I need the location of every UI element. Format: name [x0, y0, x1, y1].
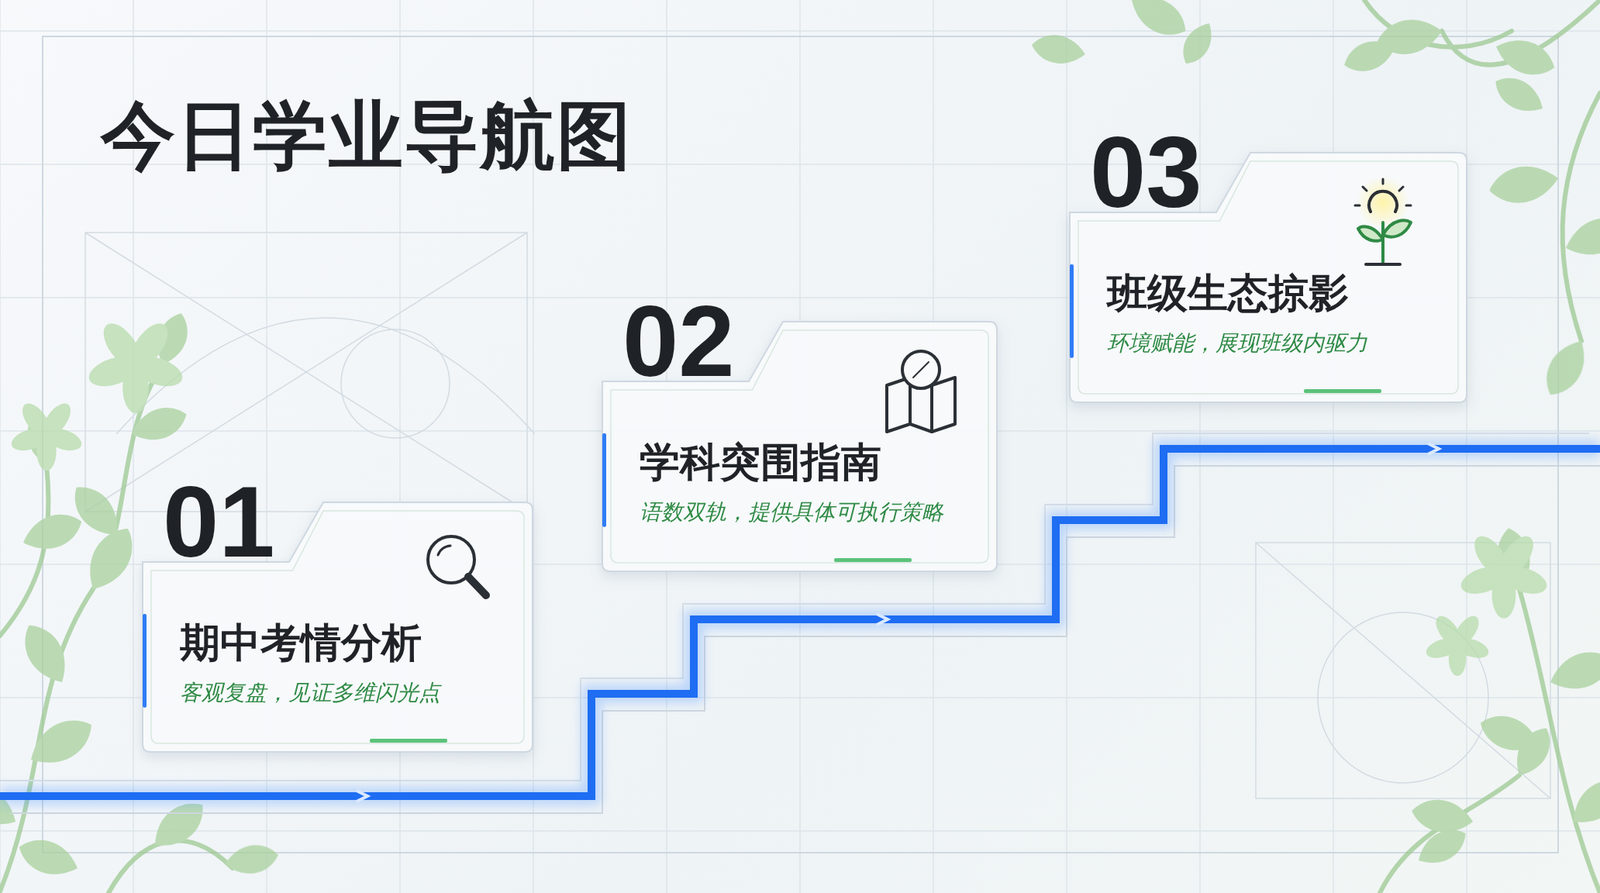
step-heading: 期中考情分析: [179, 618, 422, 667]
step-number: 02: [622, 290, 735, 392]
leaf: [1411, 820, 1473, 873]
accent-underline: [1303, 389, 1382, 394]
plant-stem: [1381, 222, 1385, 265]
card-icon: [427, 536, 487, 596]
leaf: [1490, 31, 1560, 83]
leaf: [222, 841, 281, 878]
leaf: [1506, 720, 1559, 783]
accent-bar: [602, 433, 607, 528]
step-heading: 班级生态掠影: [1106, 268, 1349, 318]
step-number: 03: [1089, 121, 1203, 223]
step-card: 03 班级生态掠影环境赋能，展现班级内驱力: [1069, 121, 1467, 403]
step-card: 01 期中考情分析客观复盘，见证多维闪光点: [142, 471, 533, 752]
petal: [85, 351, 142, 392]
petal: [1424, 634, 1463, 663]
sketch-rect: [85, 232, 528, 512]
accent-underline: [369, 738, 448, 743]
stair-line: [0, 448, 1600, 797]
magnifier-neck: [467, 575, 473, 581]
grid-line: [0, 0, 1, 893]
flow-chevron: [1427, 443, 1439, 455]
card-icon: [886, 351, 956, 432]
flow-chevron: [876, 613, 888, 625]
leaf: [1124, 0, 1194, 45]
leaf: [13, 831, 83, 883]
sketch-line: [1255, 542, 1551, 799]
sketch-line: [85, 232, 528, 512]
leaf: [1409, 795, 1476, 838]
step-subtitle: 环境赋能，展现班级内驱力: [1106, 329, 1368, 358]
leaf: [1339, 33, 1400, 79]
leaf: [1563, 769, 1600, 835]
grid-line: [0, 30, 1600, 32]
leaf: [1560, 209, 1600, 264]
page-title: 今日学业导航图: [100, 86, 633, 188]
sketch-line: [85, 232, 528, 512]
leaf: [1175, 17, 1221, 69]
sketch-circle: [341, 329, 450, 438]
accent-bar: [142, 613, 147, 708]
leaf: [21, 709, 100, 776]
sun-rays: [1355, 179, 1411, 206]
magnifier-lens: [427, 536, 475, 583]
step-number: 01: [162, 471, 276, 573]
accent-bar: [1069, 264, 1074, 359]
magnifier-handle: [468, 576, 487, 596]
magnifier-glint: [437, 545, 451, 556]
compass-ring: [902, 351, 940, 389]
accent-underline: [834, 558, 912, 563]
compass-needle: [913, 362, 929, 378]
petal: [1457, 562, 1510, 600]
leaf: [17, 506, 87, 558]
step-card: 02 学科突围指南语数双轨，提供具体可执行策略: [602, 290, 997, 572]
stair-ledge: [10, 465, 1600, 814]
vine-stem: [1562, 93, 1600, 342]
vine-stem: [108, 841, 233, 893]
leaf: [1544, 643, 1600, 698]
grid-line: [0, 830, 1600, 832]
card-icon: [1355, 175, 1411, 265]
leaf: [1029, 31, 1088, 68]
plant-ground: [1365, 262, 1400, 266]
sun-arc: [1368, 191, 1397, 212]
vine-stem: [1379, 775, 1520, 893]
leaf: [1536, 333, 1595, 404]
stair-glow: [0, 448, 1600, 797]
petal: [8, 424, 52, 455]
leaf: [0, 776, 24, 835]
flower: [85, 317, 187, 414]
plant-leaf: [1382, 220, 1411, 237]
step-heading: 学科突围指南: [639, 437, 882, 487]
leaf: [14, 617, 77, 691]
leaf: [1486, 160, 1562, 208]
vine-stem: [0, 465, 49, 636]
step-subtitle: 语数双轨，提供具体可执行策略: [639, 498, 944, 527]
sketch-circle: [1317, 612, 1489, 783]
flower: [1457, 530, 1550, 619]
flower: [8, 398, 85, 471]
flower: [1424, 611, 1492, 676]
sketch-rect: [1255, 542, 1551, 799]
leaf: [1488, 68, 1550, 121]
step-subtitle: 客观复盘，见证多维闪光点: [179, 679, 441, 707]
grid-line: [1065, 0, 1068, 893]
plant-leaf: [1358, 226, 1383, 241]
flow-chevron: [356, 790, 368, 802]
